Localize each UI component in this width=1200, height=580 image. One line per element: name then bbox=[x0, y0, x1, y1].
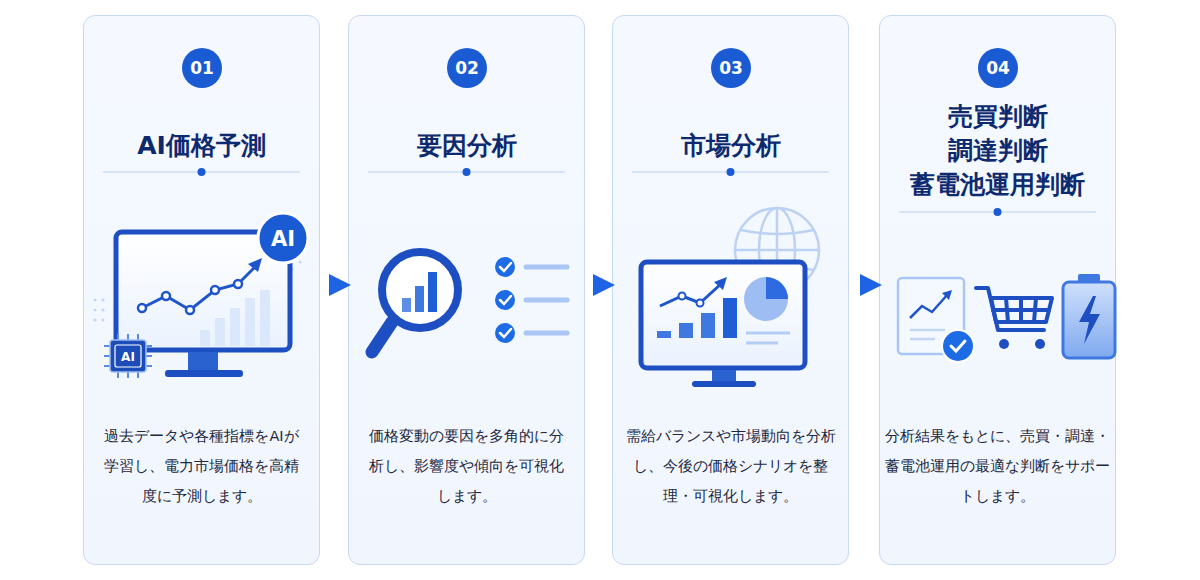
step-description: 需給バランスや市場動向を分析し、今後の価格シナリオを整理・可視化します。 bbox=[625, 421, 837, 511]
step-card: AI価格予測過去データや各種指標をAIが学習し、電力市場価格を高精度に予測します… bbox=[83, 15, 320, 565]
step-number: 01 bbox=[190, 58, 214, 78]
step-number: 03 bbox=[719, 58, 743, 78]
step-number: 02 bbox=[455, 58, 479, 78]
step-number-circle: 01 bbox=[182, 48, 222, 88]
flow-arrow bbox=[849, 282, 871, 289]
step-card: 市場分析需給バランスや市場動向を分析し、今後の価格シナリオを整理・可視化します。… bbox=[612, 15, 849, 565]
step-number-circle: 04 bbox=[978, 48, 1018, 88]
step-description: 過去データや各種指標をAIが学習し、電力市場価格を高精度に予測します。 bbox=[102, 421, 302, 511]
step-description: 価格変動の要因を多角的に分析し、影響度や傾向を可視化します。 bbox=[367, 421, 567, 511]
step-title: AI価格予測 bbox=[84, 129, 319, 163]
flow-arrow bbox=[320, 282, 340, 289]
step-title: 売買判断 調達判断 蓄電池運用判断 bbox=[910, 100, 1085, 202]
step-title: 要因分析 bbox=[349, 129, 584, 163]
step-card: 売買判断 調達判断 蓄電池運用判断分析結果をもとに、売買・調達・蓄電池運用の最適… bbox=[879, 15, 1116, 565]
flow-arrow bbox=[585, 282, 604, 289]
step-title: 市場分析 bbox=[613, 129, 848, 163]
step-number: 04 bbox=[986, 58, 1010, 78]
step-number-circle: 02 bbox=[447, 48, 487, 88]
step-number-circle: 03 bbox=[711, 48, 751, 88]
step-card: 要因分析価格変動の要因を多角的に分析し、影響度や傾向を可視化します。 02 bbox=[348, 15, 585, 565]
step-description: 分析結果をもとに、売買・調達・蓄電池運用の最適な判断をサポートします。 bbox=[884, 421, 1112, 511]
